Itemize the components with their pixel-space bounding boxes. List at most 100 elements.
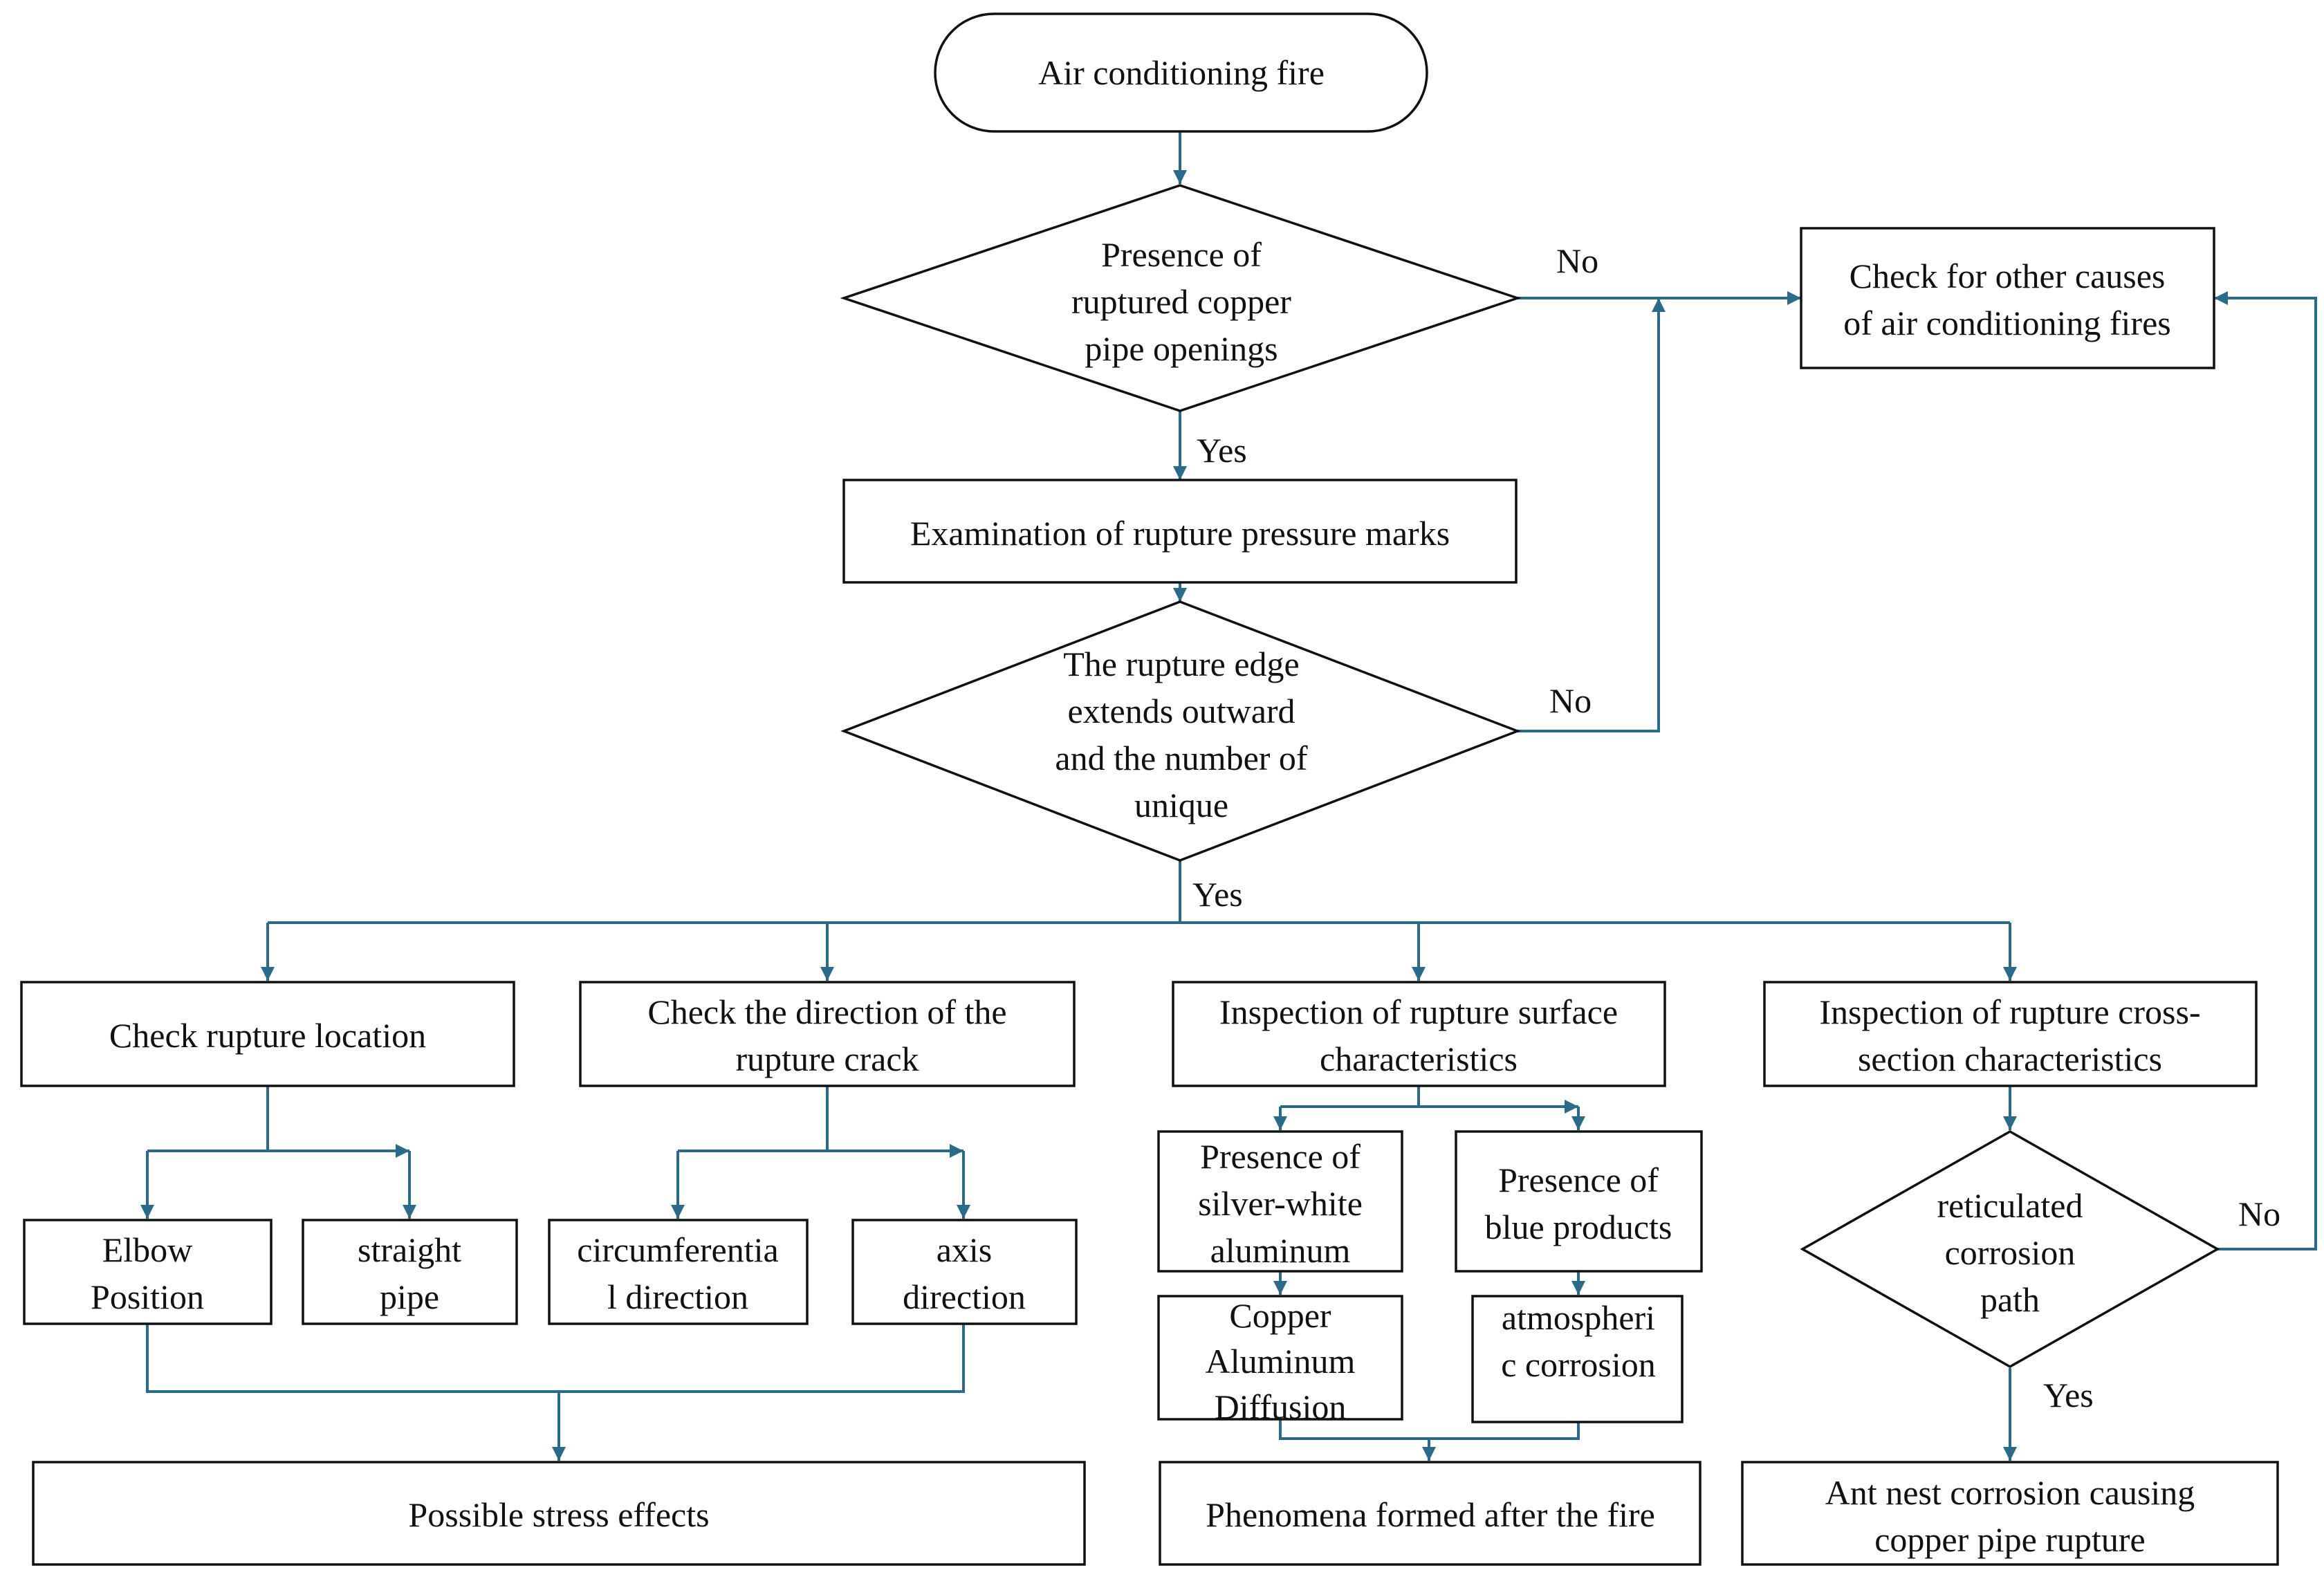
- decision-edge-label: The rupture edge extends outward and the n…: [1055, 645, 1308, 824]
- other-causes-label: Check for other causes of air conditionin…: [1843, 257, 2171, 342]
- label-line: Check for other causes: [1850, 257, 2166, 295]
- label-line: l direction: [607, 1277, 748, 1316]
- axis-label: axis direction: [903, 1230, 1026, 1316]
- decision-reticulated-diamond: [1800, 1129, 2220, 1369]
- decision-copper-diamond: [840, 184, 1522, 412]
- label-line: Air conditioning fire: [1038, 53, 1325, 92]
- stress-label: Possible stress effects: [408, 1495, 709, 1534]
- label-line: Check the direction of the: [647, 992, 1006, 1031]
- edge-label-no-edge: No: [1549, 681, 1592, 720]
- circumferential-label: circumferentia l direction: [577, 1230, 778, 1316]
- blue-label: Presence of blue products: [1485, 1161, 1672, 1246]
- label-line: direction: [903, 1277, 1026, 1316]
- connector-location-split: [147, 1086, 409, 1151]
- stress-box: [32, 1461, 1086, 1566]
- phenomena-label: Phenomena formed after the fire: [1206, 1495, 1655, 1534]
- label-line: blue products: [1485, 1208, 1672, 1246]
- decision-copper-label: Presence of ruptured copper pipe openings: [1071, 235, 1291, 368]
- node-labels: Air conditioning fire Presence of rupture…: [91, 53, 2201, 1559]
- exam-pressure-label: Examination of rupture pressure marks: [910, 514, 1450, 553]
- check-location-label: Check rupture location: [109, 1016, 426, 1055]
- label-line: Diffusion: [1215, 1387, 1347, 1426]
- label-line: pipe: [380, 1277, 439, 1316]
- silver-box: [1157, 1130, 1403, 1273]
- atmospheric-box: [1471, 1295, 1684, 1423]
- label-line: Elbow: [102, 1230, 193, 1269]
- label-line: aluminum: [1210, 1231, 1351, 1270]
- straight-label: straight pipe: [358, 1230, 461, 1316]
- edge-label-yes-copper: Yes: [1197, 431, 1247, 470]
- label-line: characteristics: [1320, 1040, 1518, 1078]
- copper-al-box: [1157, 1295, 1403, 1421]
- label-line: The rupture edge: [1063, 645, 1300, 683]
- label-line: Phenomena formed after the fire: [1206, 1495, 1655, 1534]
- exam-pressure-box: [842, 479, 1518, 584]
- ant-nest-box: [1741, 1461, 2279, 1566]
- label-line: Inspection of rupture surface: [1219, 992, 1618, 1031]
- inspect-surface-box: [1172, 981, 1666, 1087]
- edge-label-no-copper: No: [1556, 241, 1598, 280]
- edge-label-yes-reticulated: Yes: [2043, 1376, 2094, 1414]
- label-line: axis: [937, 1230, 993, 1269]
- connectors: [140, 131, 2317, 1461]
- label-line: of air conditioning fires: [1843, 304, 2171, 342]
- connector-reticulated-no-to-other-causes: [2214, 291, 2317, 1250]
- label-line: Aluminum: [1206, 1342, 1356, 1381]
- circumferential-box: [548, 1219, 809, 1325]
- label-line: Presence of: [1101, 235, 1262, 274]
- label-line: Check rupture location: [109, 1016, 426, 1055]
- check-direction-label: Check the direction of the rupture crack: [647, 992, 1006, 1078]
- inspect-section-label: Inspection of rupture cross-section char…: [1819, 992, 2200, 1078]
- label-line: straight: [358, 1230, 461, 1269]
- label-line: extends outward: [1067, 692, 1295, 730]
- label-line: path: [1980, 1280, 2040, 1319]
- decision-reticulated-label: reticulated corrosion path: [1937, 1186, 2083, 1319]
- label-line: section characteristics: [1858, 1040, 2162, 1078]
- silver-label: Presence of silver-white aluminum: [1198, 1137, 1363, 1270]
- label-line: Presence of: [1200, 1137, 1361, 1176]
- start-terminal: [934, 12, 1428, 133]
- label-line: and the number of: [1055, 739, 1308, 777]
- elbow-box: [23, 1219, 273, 1325]
- connector-decision-edge-no: [1518, 298, 1666, 732]
- edge-label-no-reticulated: No: [2238, 1194, 2280, 1233]
- label-line: silver-white: [1198, 1184, 1363, 1223]
- label-line: reticulated: [1937, 1186, 2083, 1225]
- edge-labels: No Yes No Yes No Yes: [1192, 241, 2280, 1414]
- label-line: Examination of rupture pressure marks: [910, 514, 1450, 553]
- label-line: Copper: [1229, 1296, 1331, 1335]
- other-causes-box: [1800, 227, 2215, 369]
- label-line: Ant nest corrosion causing: [1825, 1473, 2195, 1512]
- label-line: Inspection of rupture cross-: [1819, 992, 2200, 1031]
- straight-box: [302, 1219, 518, 1325]
- connector-surface-split: [1280, 1086, 1578, 1107]
- label-line: circumferentia: [577, 1230, 778, 1269]
- connector-stress-merge: [146, 1324, 965, 1461]
- axis-box: [851, 1219, 1078, 1325]
- connector-direction-split: [678, 1086, 963, 1151]
- blue-box: [1455, 1130, 1703, 1273]
- phenomena-box: [1159, 1461, 1702, 1566]
- label-line: pipe openings: [1085, 329, 1278, 368]
- decision-edge-diamond: [840, 600, 1521, 862]
- node-shapes: [20, 12, 2279, 1566]
- label-line: Position: [91, 1277, 204, 1316]
- inspect-section-box: [1763, 981, 2258, 1087]
- label-line: corrosion: [1945, 1233, 2076, 1272]
- label-line: Possible stress effects: [408, 1495, 709, 1534]
- start-label: Air conditioning fire: [1038, 53, 1325, 92]
- label-line: unique: [1134, 786, 1228, 824]
- edge-label-yes-edge: Yes: [1192, 875, 1243, 914]
- check-location-box: [20, 981, 515, 1087]
- label-line: c corrosion: [1501, 1345, 1656, 1384]
- connector-phenomena-merge: [1279, 1419, 1580, 1461]
- label-line: rupture crack: [735, 1040, 919, 1078]
- inspect-surface-label: Inspection of rupture surface characteris…: [1219, 992, 1618, 1078]
- label-line: ruptured copper: [1071, 282, 1291, 321]
- label-line: Presence of: [1498, 1161, 1659, 1199]
